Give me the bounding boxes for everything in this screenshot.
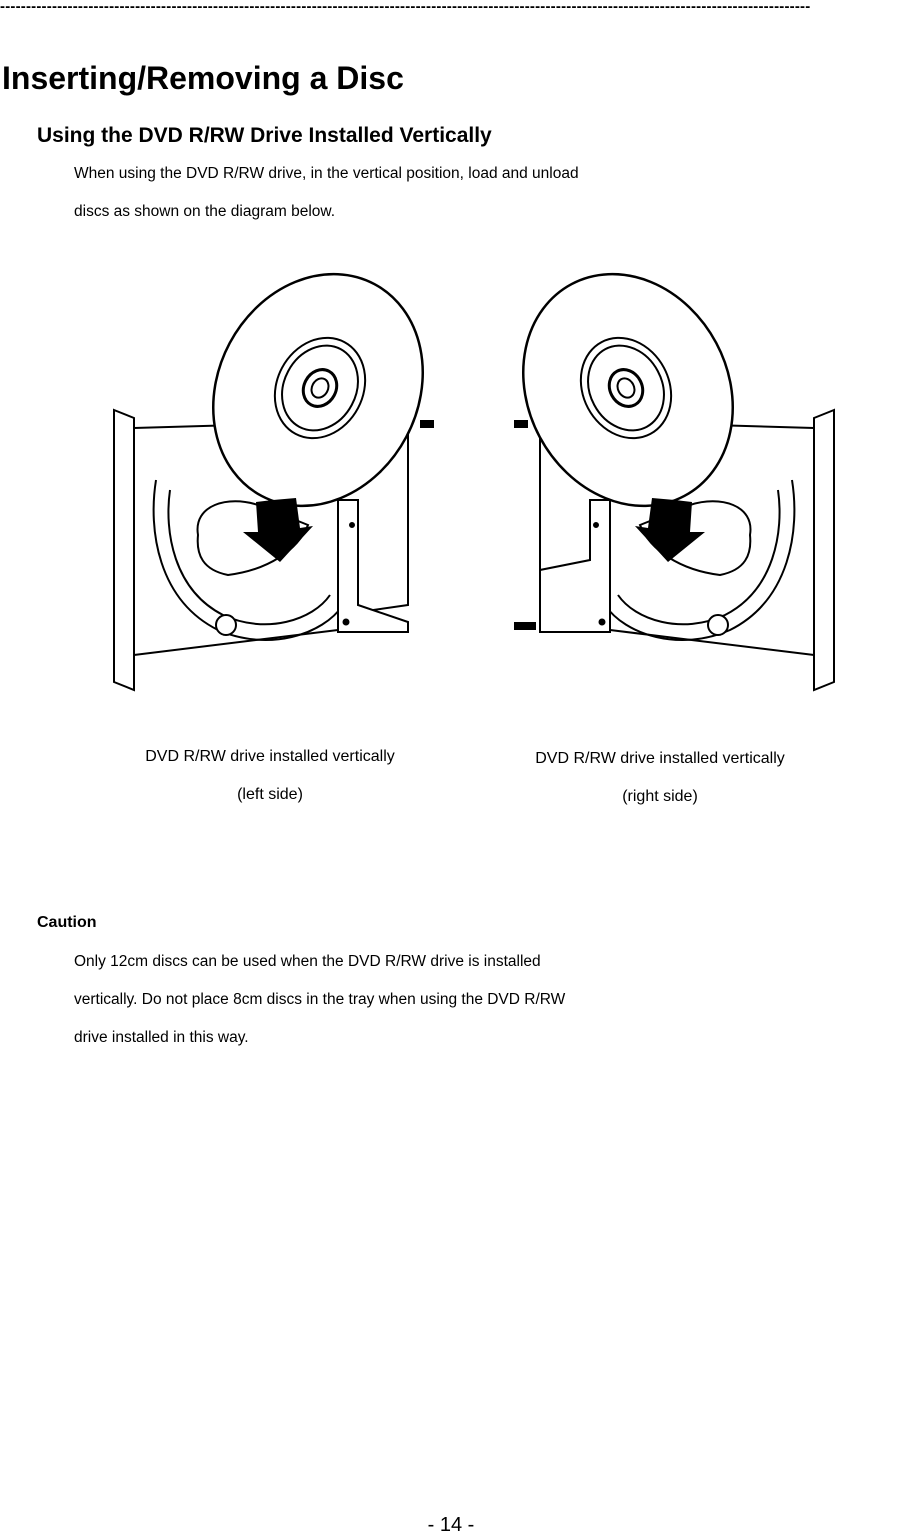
caption-right-line-1: DVD R/RW drive installed vertically xyxy=(535,750,785,767)
caution-line-3: drive installed in this way. xyxy=(74,1029,249,1046)
caption-left-line-1: DVD R/RW drive installed vertically xyxy=(145,748,395,765)
caution-paragraph: Only 12cm discs can be used when the DVD… xyxy=(74,943,774,1057)
caution-line-1: Only 12cm discs can be used when the DVD… xyxy=(74,953,541,970)
caption-left: DVD R/RW drive installed vertically (lef… xyxy=(115,738,425,814)
caption-right-line-2: (right side) xyxy=(622,788,698,805)
caution-heading: Caution xyxy=(37,914,97,931)
intro-paragraph: When using the DVD R/RW drive, in the ve… xyxy=(74,155,774,231)
intro-line-1: When using the DVD R/RW drive, in the ve… xyxy=(74,165,579,182)
caution-line-2: vertically. Do not place 8cm discs in th… xyxy=(74,991,566,1008)
intro-line-2: discs as shown on the diagram below. xyxy=(74,203,336,220)
disc-tray-right-illustration xyxy=(510,270,840,700)
disc-tray-left-illustration xyxy=(108,270,438,700)
caption-right: DVD R/RW drive installed vertically (rig… xyxy=(505,740,815,816)
page-title: Inserting/Removing a Disc xyxy=(2,60,404,96)
header-dash-rule: ----------------------------------------… xyxy=(0,0,811,14)
page-number: - 14 - xyxy=(427,1514,475,1536)
section-subtitle: Using the DVD R/RW Drive Installed Verti… xyxy=(37,124,492,147)
caption-left-line-2: (left side) xyxy=(237,786,303,803)
